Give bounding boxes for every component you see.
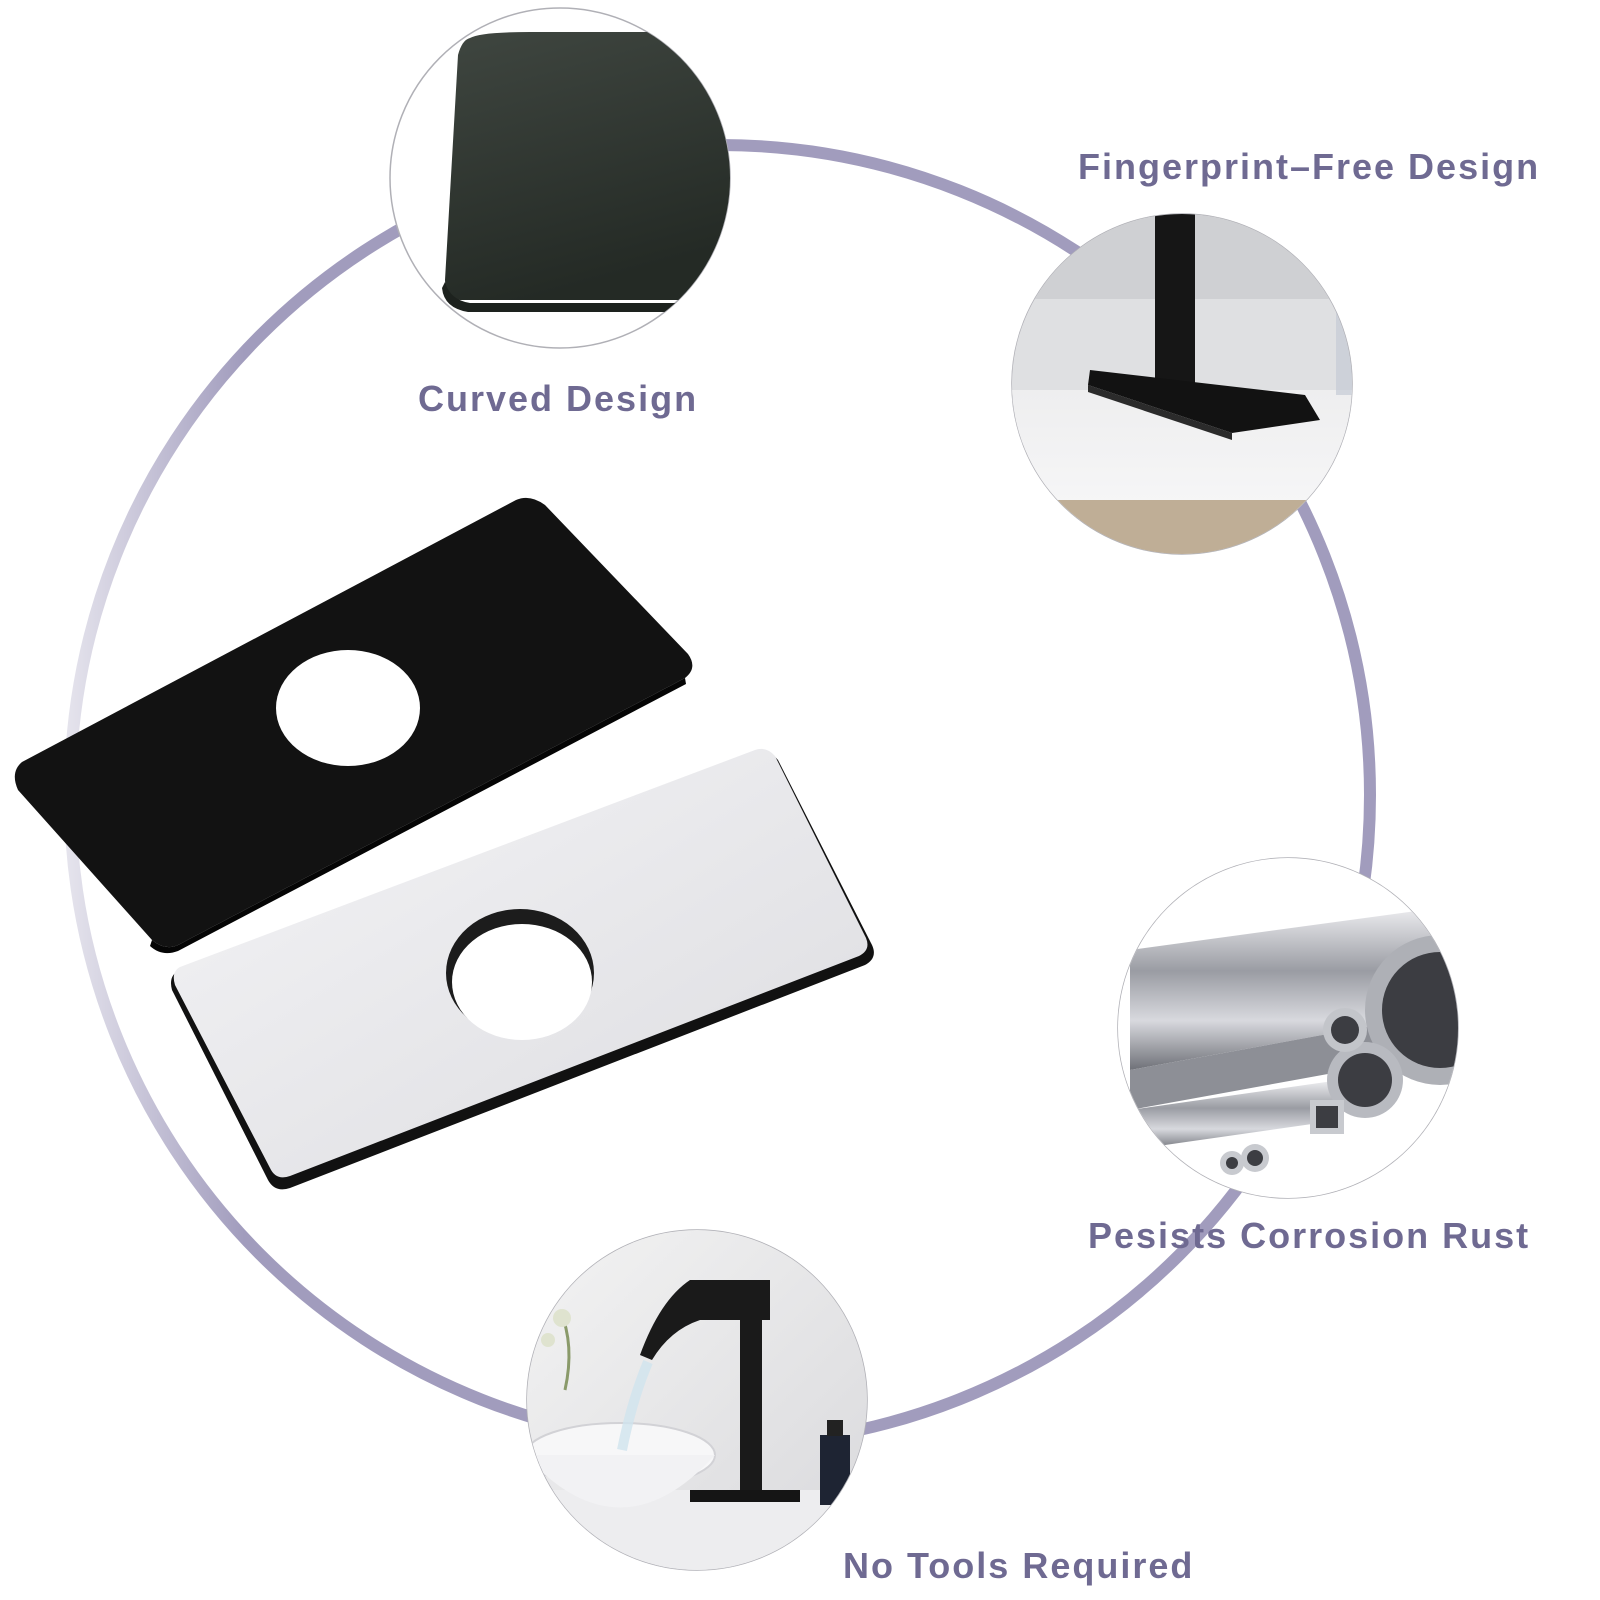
corrosion-label: Pesists Corrosion Rust bbox=[1088, 1215, 1531, 1256]
no-tools-circle bbox=[526, 1229, 868, 1571]
no-tools-label: No Tools Required bbox=[843, 1545, 1195, 1586]
black-escutcheon-plate bbox=[14, 497, 693, 954]
curved-design-circle bbox=[389, 7, 731, 349]
silver-escutcheon-plate bbox=[171, 748, 874, 1190]
corrosion-circle bbox=[1117, 857, 1459, 1199]
curved-design-label: Curved Design bbox=[418, 378, 699, 419]
fingerprint-free-circle bbox=[1011, 213, 1353, 555]
fingerprint-free-label: Fingerprint–Free Design bbox=[1078, 146, 1541, 187]
